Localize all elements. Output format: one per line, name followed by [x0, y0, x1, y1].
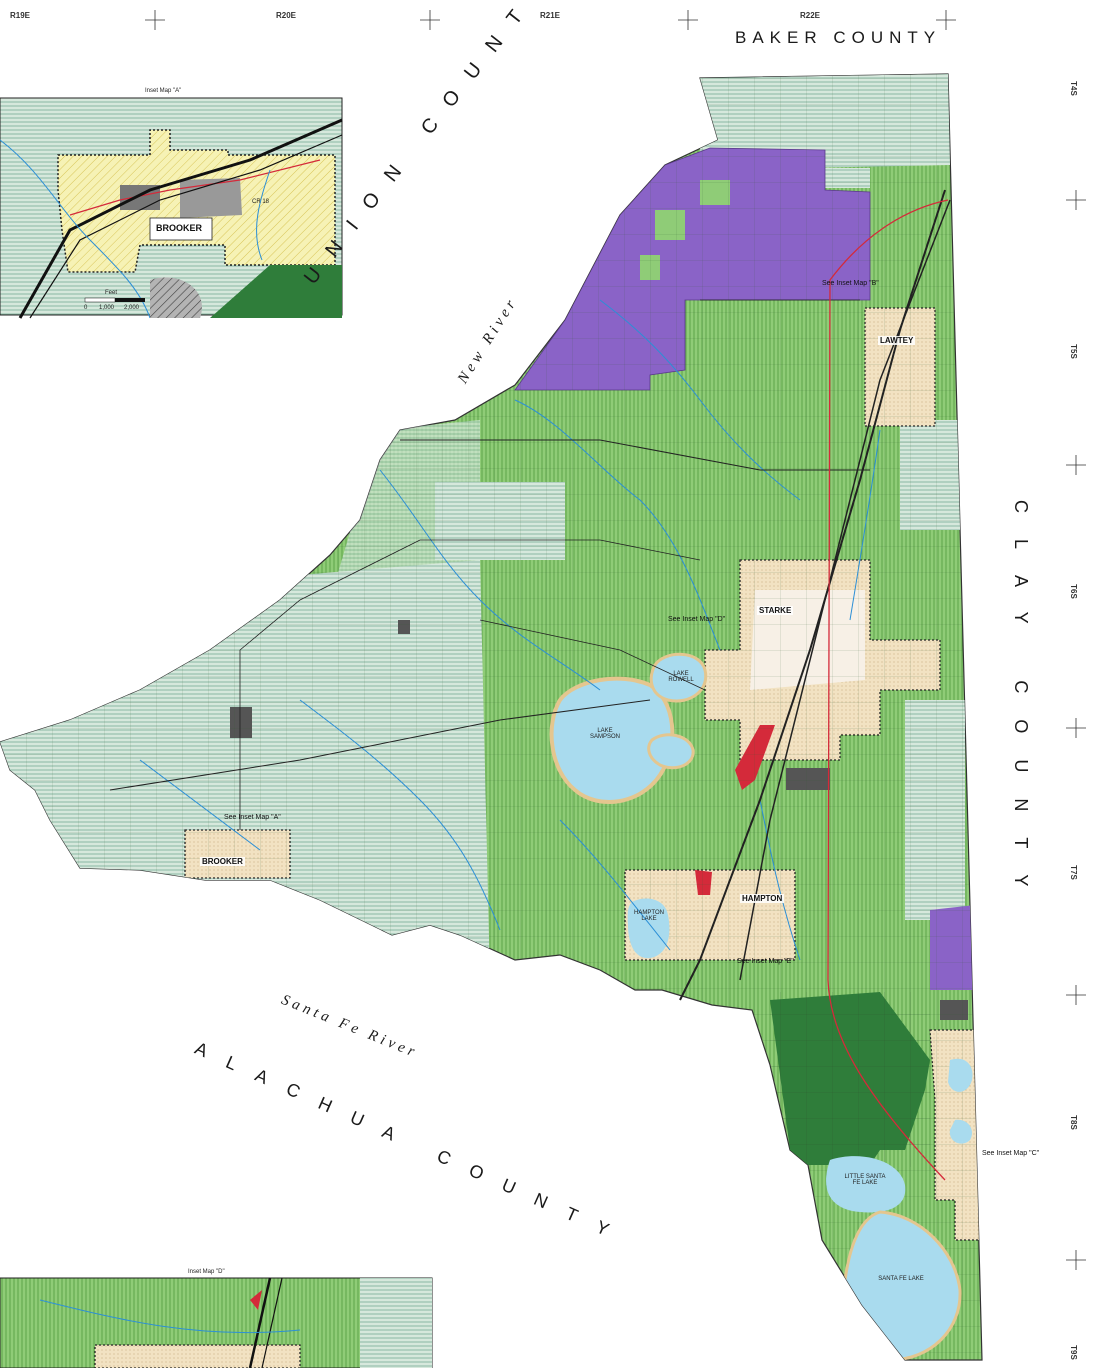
- township-label-t7s: T7S: [1068, 865, 1078, 880]
- inset-map-a: [0, 97, 343, 319]
- county-label-clay: CLAY COUNTY: [1011, 500, 1031, 913]
- inset-map-d: [0, 1277, 433, 1368]
- inset-a-scale-tick-0: 0: [84, 305, 88, 311]
- range-label-r21e: R21E: [540, 11, 561, 20]
- township-label-t5s: T5S: [1068, 344, 1078, 359]
- inset-ref-e: See Inset Map "E": [737, 958, 794, 965]
- lake-label-little-santa-fe: LITTLE SANTA FE LAKE: [844, 1174, 886, 1186]
- lake-crosby: [647, 733, 695, 770]
- lake-little-santa-fe: [826, 1156, 906, 1213]
- inset-ref-d: See Inset Map "D": [668, 616, 726, 623]
- range-label-r20e: R20E: [276, 11, 297, 20]
- inset-a-title: Inset Map "A": [145, 88, 182, 94]
- streams: [139, 299, 881, 961]
- lake-southeast-small: [948, 1058, 973, 1144]
- lake-label-rowell: LAKE ROWELL: [668, 671, 694, 683]
- inset-a-scale-unit: Feet: [105, 290, 118, 296]
- town-label-brooker: BROOKER: [200, 857, 245, 866]
- railroad: [739, 199, 951, 981]
- lake-label-sampson: LAKE SAMPSON: [589, 728, 620, 740]
- lake-label-hampton: HAMPTON LAKE: [634, 910, 664, 922]
- range-label-r22e: R22E: [800, 11, 821, 20]
- township-label-t9s: T9S: [1068, 1345, 1078, 1360]
- range-label-r19e: R19E: [10, 11, 31, 20]
- highway-us301: [679, 189, 946, 1001]
- inset-ref-c: See Inset Map "C": [982, 1150, 1040, 1157]
- township-label-t4s: T4S: [1068, 81, 1078, 96]
- lake-label-santa-fe: SANTA FE LAKE: [878, 1276, 924, 1282]
- town-label-lawtey: LAWTEY: [878, 336, 916, 345]
- township-label-t8s: T8S: [1068, 1115, 1078, 1130]
- township-label-t6s: T6S: [1068, 584, 1078, 599]
- roads: [109, 189, 951, 1001]
- town-label-hampton: HAMPTON: [740, 894, 785, 903]
- town-label-starke: STARKE: [757, 606, 794, 615]
- lake-hampton: [627, 898, 670, 959]
- inset-a-scale-tick-1: 1,000: [99, 305, 115, 311]
- inset-a-road-label: CR 18: [252, 199, 270, 205]
- inset-a-town-label: BROOKER: [156, 223, 203, 233]
- urban-service-boundary: [827, 199, 949, 1181]
- grid-ticks: [145, 10, 1086, 1270]
- inset-d-title: Inset Map "D": [188, 1269, 225, 1275]
- county-label-baker: BAKER COUNTY: [735, 28, 942, 47]
- inset-a-scale-tick-2: 2,000: [124, 305, 140, 311]
- inset-ref-b: See Inset Map "B": [822, 280, 879, 287]
- inset-ref-a: See Inset Map "A": [224, 814, 281, 821]
